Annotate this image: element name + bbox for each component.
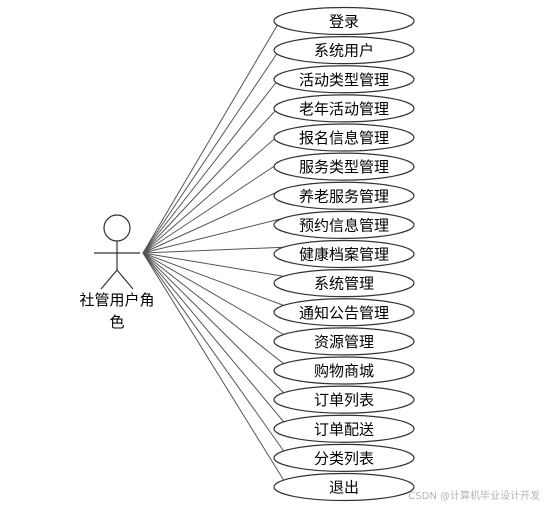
use-case-item: 通知公告管理 [273, 298, 415, 327]
association-line [142, 217, 284, 254]
use-case-label: 预约信息管理 [299, 216, 389, 234]
use-case-item: 报名信息管理 [273, 123, 415, 152]
use-case-label: 订单列表 [314, 391, 374, 409]
use-case-ellipse [273, 210, 415, 239]
use-case-label: 老年活动管理 [299, 100, 389, 118]
use-case-label: 养老服务管理 [299, 187, 389, 205]
use-case-item: 养老服务管理 [273, 181, 415, 210]
use-case-label: 分类列表 [314, 449, 374, 467]
use-case-item: 登录 [273, 6, 415, 36]
use-case-item: 订单列表 [273, 385, 415, 414]
use-case-ellipse [273, 356, 415, 385]
use-case-ellipse [273, 6, 415, 36]
use-case-item: 退出 [273, 472, 415, 502]
association-line [142, 72, 285, 254]
association-line [142, 252, 284, 277]
use-case-ellipse [273, 239, 415, 269]
actor-figure [94, 214, 140, 290]
use-case-label: 登录 [329, 13, 359, 31]
use-case-ellipse [273, 298, 415, 327]
use-case-label: 退出 [329, 479, 359, 497]
use-case-list: 登录系统用户活动类型管理老年活动管理报名信息管理服务类型管理养老服务管理预约信息… [273, 6, 415, 502]
actor-left-leg [100, 269, 118, 290]
use-case-ellipse [273, 152, 415, 181]
use-case-ellipse [273, 443, 415, 472]
association-line [142, 252, 285, 365]
use-case-label: 报名信息管理 [299, 129, 389, 147]
association-line [142, 188, 285, 254]
use-case-item: 老年活动管理 [273, 94, 415, 123]
use-case-ellipse [273, 269, 415, 298]
use-case-item: 活动类型管理 [273, 65, 415, 94]
use-case-item: 服务类型管理 [273, 152, 415, 181]
watermark: CSDN @计算机毕业设计开发 [408, 489, 540, 502]
use-case-label: 服务类型管理 [299, 158, 389, 176]
use-case-ellipse [273, 181, 415, 210]
use-case-ellipse [273, 36, 415, 65]
use-case-label: 系统用户 [314, 42, 374, 60]
actor-head [103, 214, 131, 242]
use-case-ellipse [273, 414, 415, 443]
use-case-label: 通知公告管理 [299, 304, 389, 322]
use-case-label: 资源管理 [314, 333, 374, 351]
association-line [142, 13, 285, 254]
use-case-item: 系统用户 [273, 36, 415, 65]
use-case-item: 订单配送 [273, 414, 415, 443]
use-case-label: 活动类型管理 [299, 71, 389, 89]
use-case-item: 购物商城 [273, 356, 415, 385]
use-case-ellipse [273, 65, 415, 94]
actor-right-leg [116, 269, 134, 290]
association-line [142, 101, 285, 254]
use-case-ellipse [273, 385, 415, 414]
association-line [142, 252, 285, 481]
association-line [142, 252, 285, 423]
association-line [142, 246, 284, 254]
use-case-item: 分类列表 [273, 443, 415, 472]
actor-label-line2: 色 [109, 313, 124, 331]
association-line [142, 252, 285, 394]
use-case-ellipse [273, 123, 415, 152]
use-case-label: 订单配送 [314, 420, 374, 438]
association-line [142, 252, 284, 306]
association-line [142, 252, 285, 336]
association-line [142, 43, 285, 254]
association-line [142, 252, 285, 452]
use-case-ellipse [273, 94, 415, 123]
association-line [142, 159, 285, 254]
use-case-label: 系统管理 [314, 275, 374, 293]
use-case-item: 资源管理 [273, 327, 415, 356]
use-case-ellipse [273, 472, 415, 502]
association-line [142, 130, 285, 254]
actor-label-line1: 社管用户角 [79, 291, 154, 309]
association-lines [142, 13, 285, 481]
use-case-item: 预约信息管理 [273, 210, 415, 239]
use-case-item: 健康档案管理 [273, 239, 415, 269]
use-case-label: 购物商城 [314, 362, 374, 380]
use-case-ellipse [273, 327, 415, 356]
use-case-label: 健康档案管理 [299, 246, 389, 264]
use-case-item: 系统管理 [273, 269, 415, 298]
